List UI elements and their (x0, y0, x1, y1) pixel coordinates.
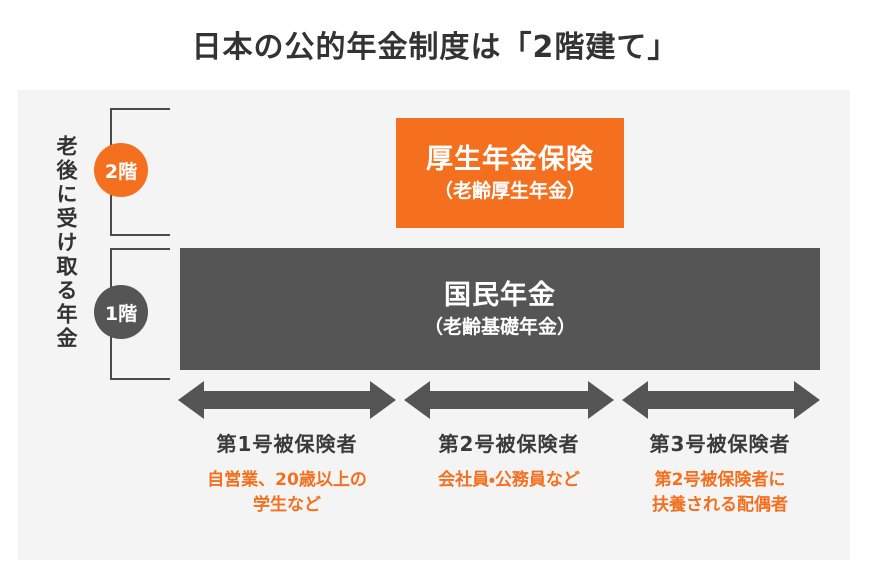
page-title: 日本の公的年金制度は「2階建て」 (191, 30, 679, 65)
category-3-description: 第2号被保険者に扶養される配偶者 (652, 470, 788, 515)
range-arrow-dai-2-go (404, 381, 614, 419)
badge-tier-2: 2階 (94, 143, 148, 197)
category-3-title: 第3号被保険者 (649, 432, 791, 456)
category-2-title: 第2号被保険者 (438, 432, 580, 456)
tier-kosei-sub-label: （老齢厚生年金） (433, 179, 586, 202)
category-1-title: 第1号被保険者 (216, 432, 358, 456)
double-arrow-icon (622, 381, 820, 419)
category-dai-2-go: 第2号被保険者 会社員・公務員など (404, 432, 614, 493)
double-arrow-icon (178, 381, 396, 419)
category-1-description: 自営業、20歳以上の学生など (207, 470, 367, 515)
tier-box-kokumin-nenkin: 国民年金 （老齢基礎年金） (180, 248, 820, 370)
tier-kosei-main-label: 厚生年金保険 (426, 143, 594, 175)
double-arrow-icon (404, 381, 614, 419)
badge-tier-1: 1階 (94, 285, 148, 339)
category-dai-3-go: 第3号被保険者 第2号被保険者に扶養される配偶者 (620, 432, 820, 517)
range-arrow-dai-3-go (622, 381, 820, 419)
tier-box-kosei-nenkin: 厚生年金保険 （老齢厚生年金） (396, 118, 624, 228)
tier-kokumin-main-label: 国民年金 (444, 279, 556, 311)
category-dai-1-go: 第1号被保険者 自営業、20歳以上の学生など (178, 432, 396, 517)
tier-kokumin-sub-label: （老齢基礎年金） (423, 315, 576, 338)
side-axis-label: 老後に受け取る年金 (54, 135, 78, 351)
category-2-description: 会社員・公務員など (438, 470, 580, 490)
range-arrow-dai-1-go (178, 381, 396, 419)
